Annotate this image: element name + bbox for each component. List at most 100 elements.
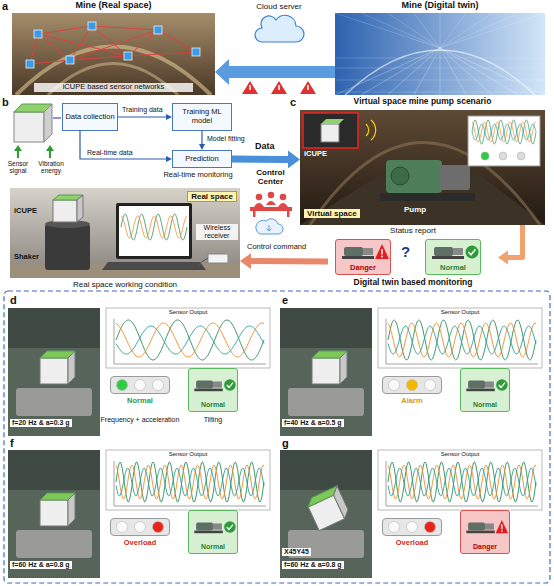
check-icon xyxy=(469,249,476,255)
lights-icon xyxy=(111,519,169,535)
icupe-cube xyxy=(77,195,83,222)
sensor-node xyxy=(192,48,200,56)
signal-wave xyxy=(472,122,536,142)
check-icon xyxy=(224,379,236,391)
photo-wall xyxy=(280,450,372,490)
indicator-light xyxy=(425,522,436,533)
danger-icon xyxy=(461,513,509,541)
panel-letter: c xyxy=(290,96,296,109)
panel-letter: b xyxy=(2,96,9,109)
download-icon xyxy=(267,225,272,231)
grid-line xyxy=(440,13,493,48)
check-icon xyxy=(499,383,505,388)
indicator-light xyxy=(425,380,436,391)
photo-wall xyxy=(8,308,100,348)
input-arrow xyxy=(46,145,54,151)
indicator-light xyxy=(117,522,128,533)
pump-body xyxy=(386,160,442,193)
node-text: Normal xyxy=(110,397,170,406)
indicator-light xyxy=(153,522,164,533)
person-icon xyxy=(268,192,275,199)
check-icon xyxy=(227,525,233,530)
sensor-node xyxy=(66,56,74,64)
check-icon xyxy=(224,521,236,533)
edge-label: Real-time data xyxy=(86,149,134,157)
pump-icon xyxy=(194,389,222,392)
input-arrow xyxy=(14,145,22,151)
icupe-cube xyxy=(68,351,75,384)
grid-line xyxy=(440,48,545,95)
control-center: Control Center xyxy=(243,168,298,218)
icupe-cube xyxy=(321,119,344,124)
grid-line xyxy=(440,48,441,95)
edge-label: Model fitting xyxy=(206,135,246,143)
virtual-space-view xyxy=(300,110,545,225)
desk-icon xyxy=(287,211,290,217)
ok-icon xyxy=(189,513,237,541)
node-text: f=20 Hz & a=0.3 g xyxy=(10,419,72,427)
pump-status-box: Normal xyxy=(188,510,238,554)
indicator-light xyxy=(517,152,525,160)
panel-letter: d xyxy=(10,294,17,307)
check-icon xyxy=(466,246,479,259)
pump-icon xyxy=(196,381,213,389)
grid-line xyxy=(388,13,441,48)
person-icon xyxy=(280,194,287,201)
chart-title: Sensor Output xyxy=(428,451,492,458)
node-text: Normal xyxy=(461,401,509,409)
signal-wave xyxy=(388,320,536,360)
signal-wave xyxy=(121,214,187,240)
signal-wave xyxy=(388,323,536,357)
wifi-icon xyxy=(366,120,376,140)
node-text: Mine (Digital twin) xyxy=(335,0,545,10)
grid-line xyxy=(335,80,545,81)
pump-icon xyxy=(466,389,494,392)
icupe-cube xyxy=(44,104,52,142)
grid-line xyxy=(335,58,545,59)
grid-line xyxy=(440,13,545,48)
sensor-node xyxy=(154,26,162,34)
cloud-server: Cloud server xyxy=(238,2,320,48)
indicator-light xyxy=(135,380,146,391)
edge-label: Training data xyxy=(121,106,164,114)
indicator-light xyxy=(389,380,400,391)
receiver-cable xyxy=(198,258,208,266)
panel-letter: e xyxy=(282,294,288,307)
signal-wave xyxy=(388,326,536,354)
chart-axis xyxy=(386,461,387,506)
node-text: f=40 Hz & a=0.5 g xyxy=(282,419,344,427)
indicator-light xyxy=(407,522,418,533)
pump-icon xyxy=(453,248,463,255)
pump-icon xyxy=(485,523,494,529)
grid-line xyxy=(440,13,441,48)
test-panel: X45Y45f=60 Hz & a=0.8 gOverloadDanger xyxy=(280,450,544,578)
warning-icon xyxy=(501,530,503,532)
connector-arrow xyxy=(232,156,288,163)
signal-wave xyxy=(388,468,536,496)
process-box: Data collection xyxy=(62,103,118,131)
pump-icon xyxy=(342,256,374,259)
chart-axis xyxy=(114,461,115,506)
grid-line xyxy=(361,48,440,95)
warning-icon xyxy=(242,81,258,94)
part-label: Pump xyxy=(404,205,426,214)
chart-frame xyxy=(378,308,542,368)
process-box: Prediction xyxy=(172,150,232,168)
status-box: Danger xyxy=(335,239,391,275)
signal-wave xyxy=(121,216,187,238)
icupe-cube xyxy=(40,500,68,526)
tunnel-arch xyxy=(16,47,211,96)
digital-twin-view: Mine (Digital twin) xyxy=(335,13,545,95)
person-icon xyxy=(256,194,263,201)
pump-icon xyxy=(213,381,222,387)
sensor-node xyxy=(34,30,42,38)
lights-icon xyxy=(111,377,169,393)
node-text: Virtual space xyxy=(304,209,360,218)
indicator-light xyxy=(153,380,164,391)
warning-icon xyxy=(501,524,502,529)
process-box: Training ML model xyxy=(172,103,232,131)
test-panel: f=60 Hz & a=0.8 gOverloadNormal xyxy=(8,450,272,578)
grid-line xyxy=(335,13,440,48)
chart-frame xyxy=(378,450,542,510)
